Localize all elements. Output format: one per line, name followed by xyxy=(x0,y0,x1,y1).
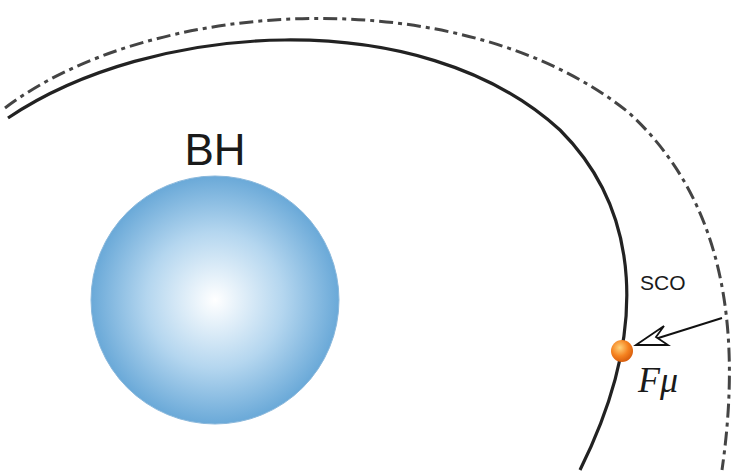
black-hole: BH xyxy=(88,128,342,426)
sco-label: SCO xyxy=(640,272,686,293)
black-hole-sphere xyxy=(88,128,342,426)
force-label: Fμ xyxy=(638,362,678,398)
perturbed-orbit xyxy=(5,18,729,470)
black-hole-circle xyxy=(91,176,339,424)
force-arrowhead xyxy=(636,326,668,345)
sco-ball xyxy=(611,340,633,362)
geodesic-orbit xyxy=(8,40,627,470)
black-hole-label: BH xyxy=(88,128,342,172)
